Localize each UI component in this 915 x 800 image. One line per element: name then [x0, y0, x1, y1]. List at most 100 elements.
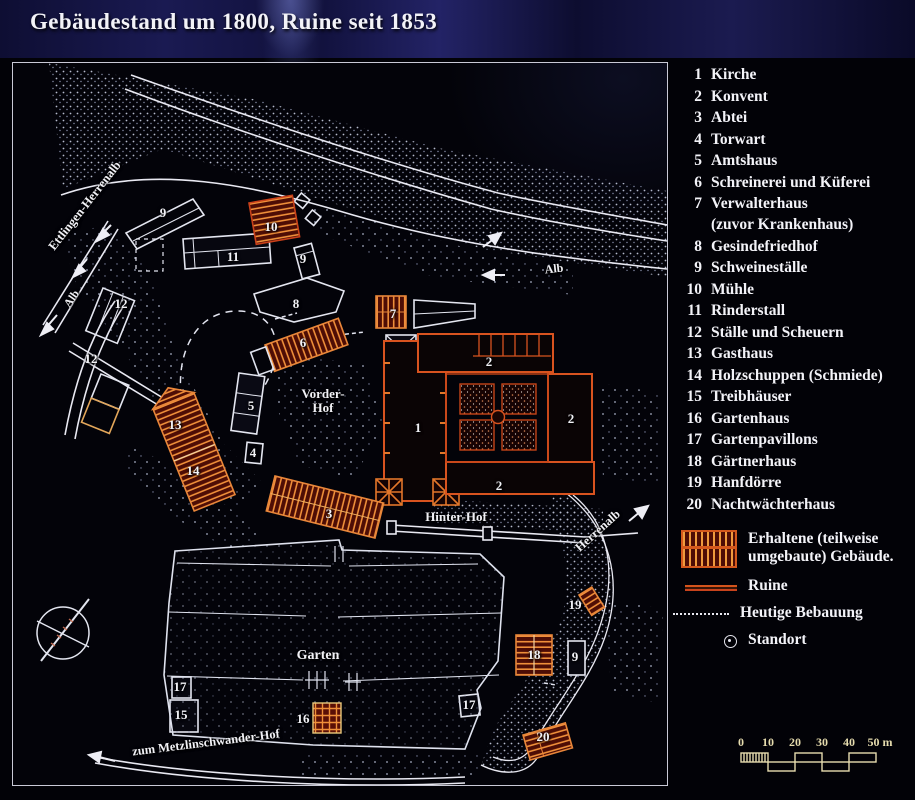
- scale-steps: [740, 752, 877, 772]
- area-label-garten: Garten: [296, 648, 340, 663]
- map-marker-6: 6: [299, 335, 307, 350]
- symbol-standort: Standort: [681, 631, 911, 649]
- map-marker-7: 7: [389, 306, 397, 321]
- cloister-courtyard: [445, 373, 549, 463]
- map-marker-17b: 17: [462, 697, 476, 712]
- map-marker-9b: 9: [299, 251, 307, 266]
- title-band: [0, 0, 915, 58]
- map-marker-13: 13: [168, 417, 182, 432]
- map-marker-19: 19: [568, 597, 582, 612]
- map-marker-18: 18: [527, 647, 541, 662]
- scale-tick-10: 10: [762, 735, 774, 749]
- building-4-torwart: [244, 441, 264, 465]
- symbol-ruine: Ruine: [681, 577, 911, 595]
- map-marker-2b: 2: [567, 411, 575, 426]
- symbol-heutige-bebauung: Heutige Bebauung: [673, 604, 911, 622]
- map-marker-9a: 9: [159, 205, 167, 220]
- direction-arrows: [38, 224, 650, 764]
- building-18-gaertnerhaus: [515, 634, 553, 676]
- building-6-schreinerei: [249, 317, 349, 376]
- building-7-verwalterhaus: [375, 295, 407, 329]
- map-marker-3: 3: [325, 506, 333, 521]
- scale-tick-0: 0: [738, 735, 744, 749]
- map-marker-2a: 2: [485, 354, 493, 369]
- building-19-hanfdoerre: [577, 585, 606, 617]
- map-marker-1: 1: [414, 420, 422, 435]
- ruin-complex: [375, 333, 595, 506]
- scale-tick-40: 40: [843, 735, 855, 749]
- preserved-swatch: [681, 529, 737, 568]
- building-10-muehle: [248, 194, 301, 246]
- map-marker-12b: 12: [84, 351, 98, 366]
- map-marker-12a: 12: [114, 296, 128, 311]
- building-12-staelle-b: [80, 372, 130, 435]
- scale-tick-30: 30: [816, 735, 828, 749]
- map-marker-4: 4: [249, 445, 257, 460]
- map-marker-10: 10: [264, 219, 278, 234]
- garden-stairs: [305, 546, 361, 691]
- ruine-swatch: [685, 584, 737, 591]
- map-marker-9c: 9: [571, 649, 579, 664]
- building-12-staelle-a: [84, 286, 136, 345]
- church-tower-sw: [375, 478, 403, 506]
- site-map: Ettlingen-Herrenalb Alb Alb Vorder- Hof …: [12, 62, 668, 786]
- building-11-rinderstall: [182, 232, 272, 270]
- building-13-14-gasthaus-holzschuppen: [150, 386, 237, 513]
- map-graphics: [36, 63, 667, 785]
- map-marker-11: 11: [226, 249, 240, 264]
- page-title: Gebäudestand um 1800, Ruine seit 1853: [30, 9, 438, 34]
- building-7-annex: [413, 299, 476, 329]
- map-marker-5: 5: [247, 398, 255, 413]
- building-5-amtshaus: [230, 372, 266, 435]
- area-label-hinter-hof: Hinter-Hof: [425, 509, 487, 524]
- building-9-schweinestaelle-c: [567, 640, 586, 676]
- small-structures: [293, 191, 322, 227]
- building-2-konvent-east: [547, 373, 593, 479]
- compass-rose: [36, 598, 90, 662]
- standort-icon: [724, 634, 737, 648]
- map-marker-17a: 17: [173, 679, 187, 694]
- map-marker-16: 16: [296, 711, 310, 726]
- garten-area: [163, 539, 505, 750]
- map-marker-20: 20: [536, 729, 550, 744]
- river-label-alb-right: Alb: [543, 260, 564, 277]
- building-16-gartenhaus: [312, 702, 342, 734]
- preserved-buildings: [150, 194, 606, 761]
- building-9-schweinestaelle-b: [293, 242, 321, 280]
- building-2-konvent-north: [417, 333, 554, 373]
- dashed-line-swatch: [673, 612, 729, 615]
- building-3-abtei: [265, 475, 385, 539]
- building-20-nachtwaechterhaus: [522, 721, 574, 761]
- building-1-kirche: [383, 340, 447, 502]
- scale-ticks: 0 10 20 30 40 50 m: [737, 735, 907, 750]
- roads-rivers: [42, 74, 667, 785]
- building-9-schweinestaelle-a: [124, 197, 206, 251]
- terrain-stipple: [49, 63, 667, 779]
- map-marker-2c: 2: [495, 478, 503, 493]
